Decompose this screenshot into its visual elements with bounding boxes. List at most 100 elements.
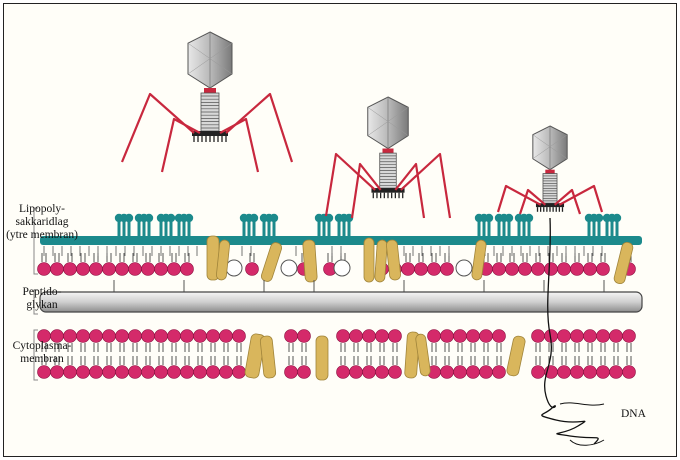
membrane-protein [260,335,276,378]
lipid [350,330,363,353]
lipid [571,253,584,276]
lipid [389,356,402,379]
phage-collar [382,149,393,154]
lipid [558,253,571,276]
lipid [77,356,90,379]
lps-molecule [335,214,353,236]
lipid [480,330,493,353]
lipid [389,330,402,353]
lipid [194,356,207,379]
lipid [428,330,441,353]
lipid [337,356,350,379]
label-dna: DNA [621,408,646,421]
tail-fiber [162,119,200,172]
tail-fiber [520,190,545,214]
lipid [129,253,142,276]
lipid [220,330,233,353]
lipid [168,253,181,276]
lipid [155,330,168,353]
lps-molecule [603,214,621,236]
label-outer-membrane: Lipopoly- sakkaridlag (ytre membran) [6,203,78,242]
lipid [298,330,311,353]
outer-membrane-layer [38,214,643,292]
lipid [363,356,376,379]
lipid [493,253,506,276]
membrane-protein [316,336,328,380]
lps-molecule [475,214,493,236]
lipid [90,253,103,276]
lipid [610,330,623,353]
lipid [64,253,77,276]
tail-fiber [220,119,258,172]
lipid [142,356,155,379]
lipid [51,253,64,276]
membrane-protein [364,238,374,282]
lipid [285,356,298,379]
lipid [597,330,610,353]
lipid [129,330,142,353]
porin-channel [226,260,242,276]
lipid [532,330,545,353]
lipid [597,356,610,379]
bacteriophages [122,32,602,218]
lipid [155,253,168,276]
lipid [103,356,116,379]
lipid [116,330,129,353]
lipid [558,330,571,353]
lipid [38,253,51,276]
lipid [610,356,623,379]
lps-molecule [260,214,278,236]
lipid [493,356,506,379]
lipid [584,253,597,276]
lipid [376,330,389,353]
lipid [506,253,519,276]
peptidoglycan-layer [40,292,642,312]
lipid [532,253,545,276]
lipid [233,356,246,379]
lps-molecule [495,214,513,236]
lipid [181,330,194,353]
lipid [493,330,506,353]
lipid [584,356,597,379]
phage-collar [204,88,216,93]
lipid [246,253,259,276]
lipid [584,330,597,353]
phage-2-icon [326,97,450,218]
tail-fiber [226,94,292,162]
membrane-protein [303,240,318,283]
lps-molecule [315,214,333,236]
lipid [90,330,103,353]
lipid [623,330,636,353]
tail-fiber [559,186,602,212]
lipid [545,253,558,276]
lipid [571,356,584,379]
membrane-protein [506,335,526,377]
lipid [168,356,181,379]
lps-molecule [115,214,133,236]
lipid [207,330,220,353]
lipid [402,253,415,276]
porin-channel [281,260,297,276]
lipid [454,330,467,353]
lipid [116,253,129,276]
lipid [519,253,532,276]
peptidoglycan-band [40,292,642,312]
membrane-protein [386,240,401,281]
lipid [181,253,194,276]
lipid [441,330,454,353]
lipid [337,330,350,353]
lipid [441,356,454,379]
lps-molecule [157,214,175,236]
lipid [168,330,181,353]
lipid [480,356,493,379]
porin-channel [456,260,472,276]
lipid [233,330,246,353]
tail-fiber [122,94,194,162]
lipid [220,356,233,379]
tail-fiber [555,190,580,214]
lipid [207,356,220,379]
membrane-protein [260,241,283,282]
lps-band [40,236,642,245]
lipid [428,253,441,276]
lipid [467,356,480,379]
